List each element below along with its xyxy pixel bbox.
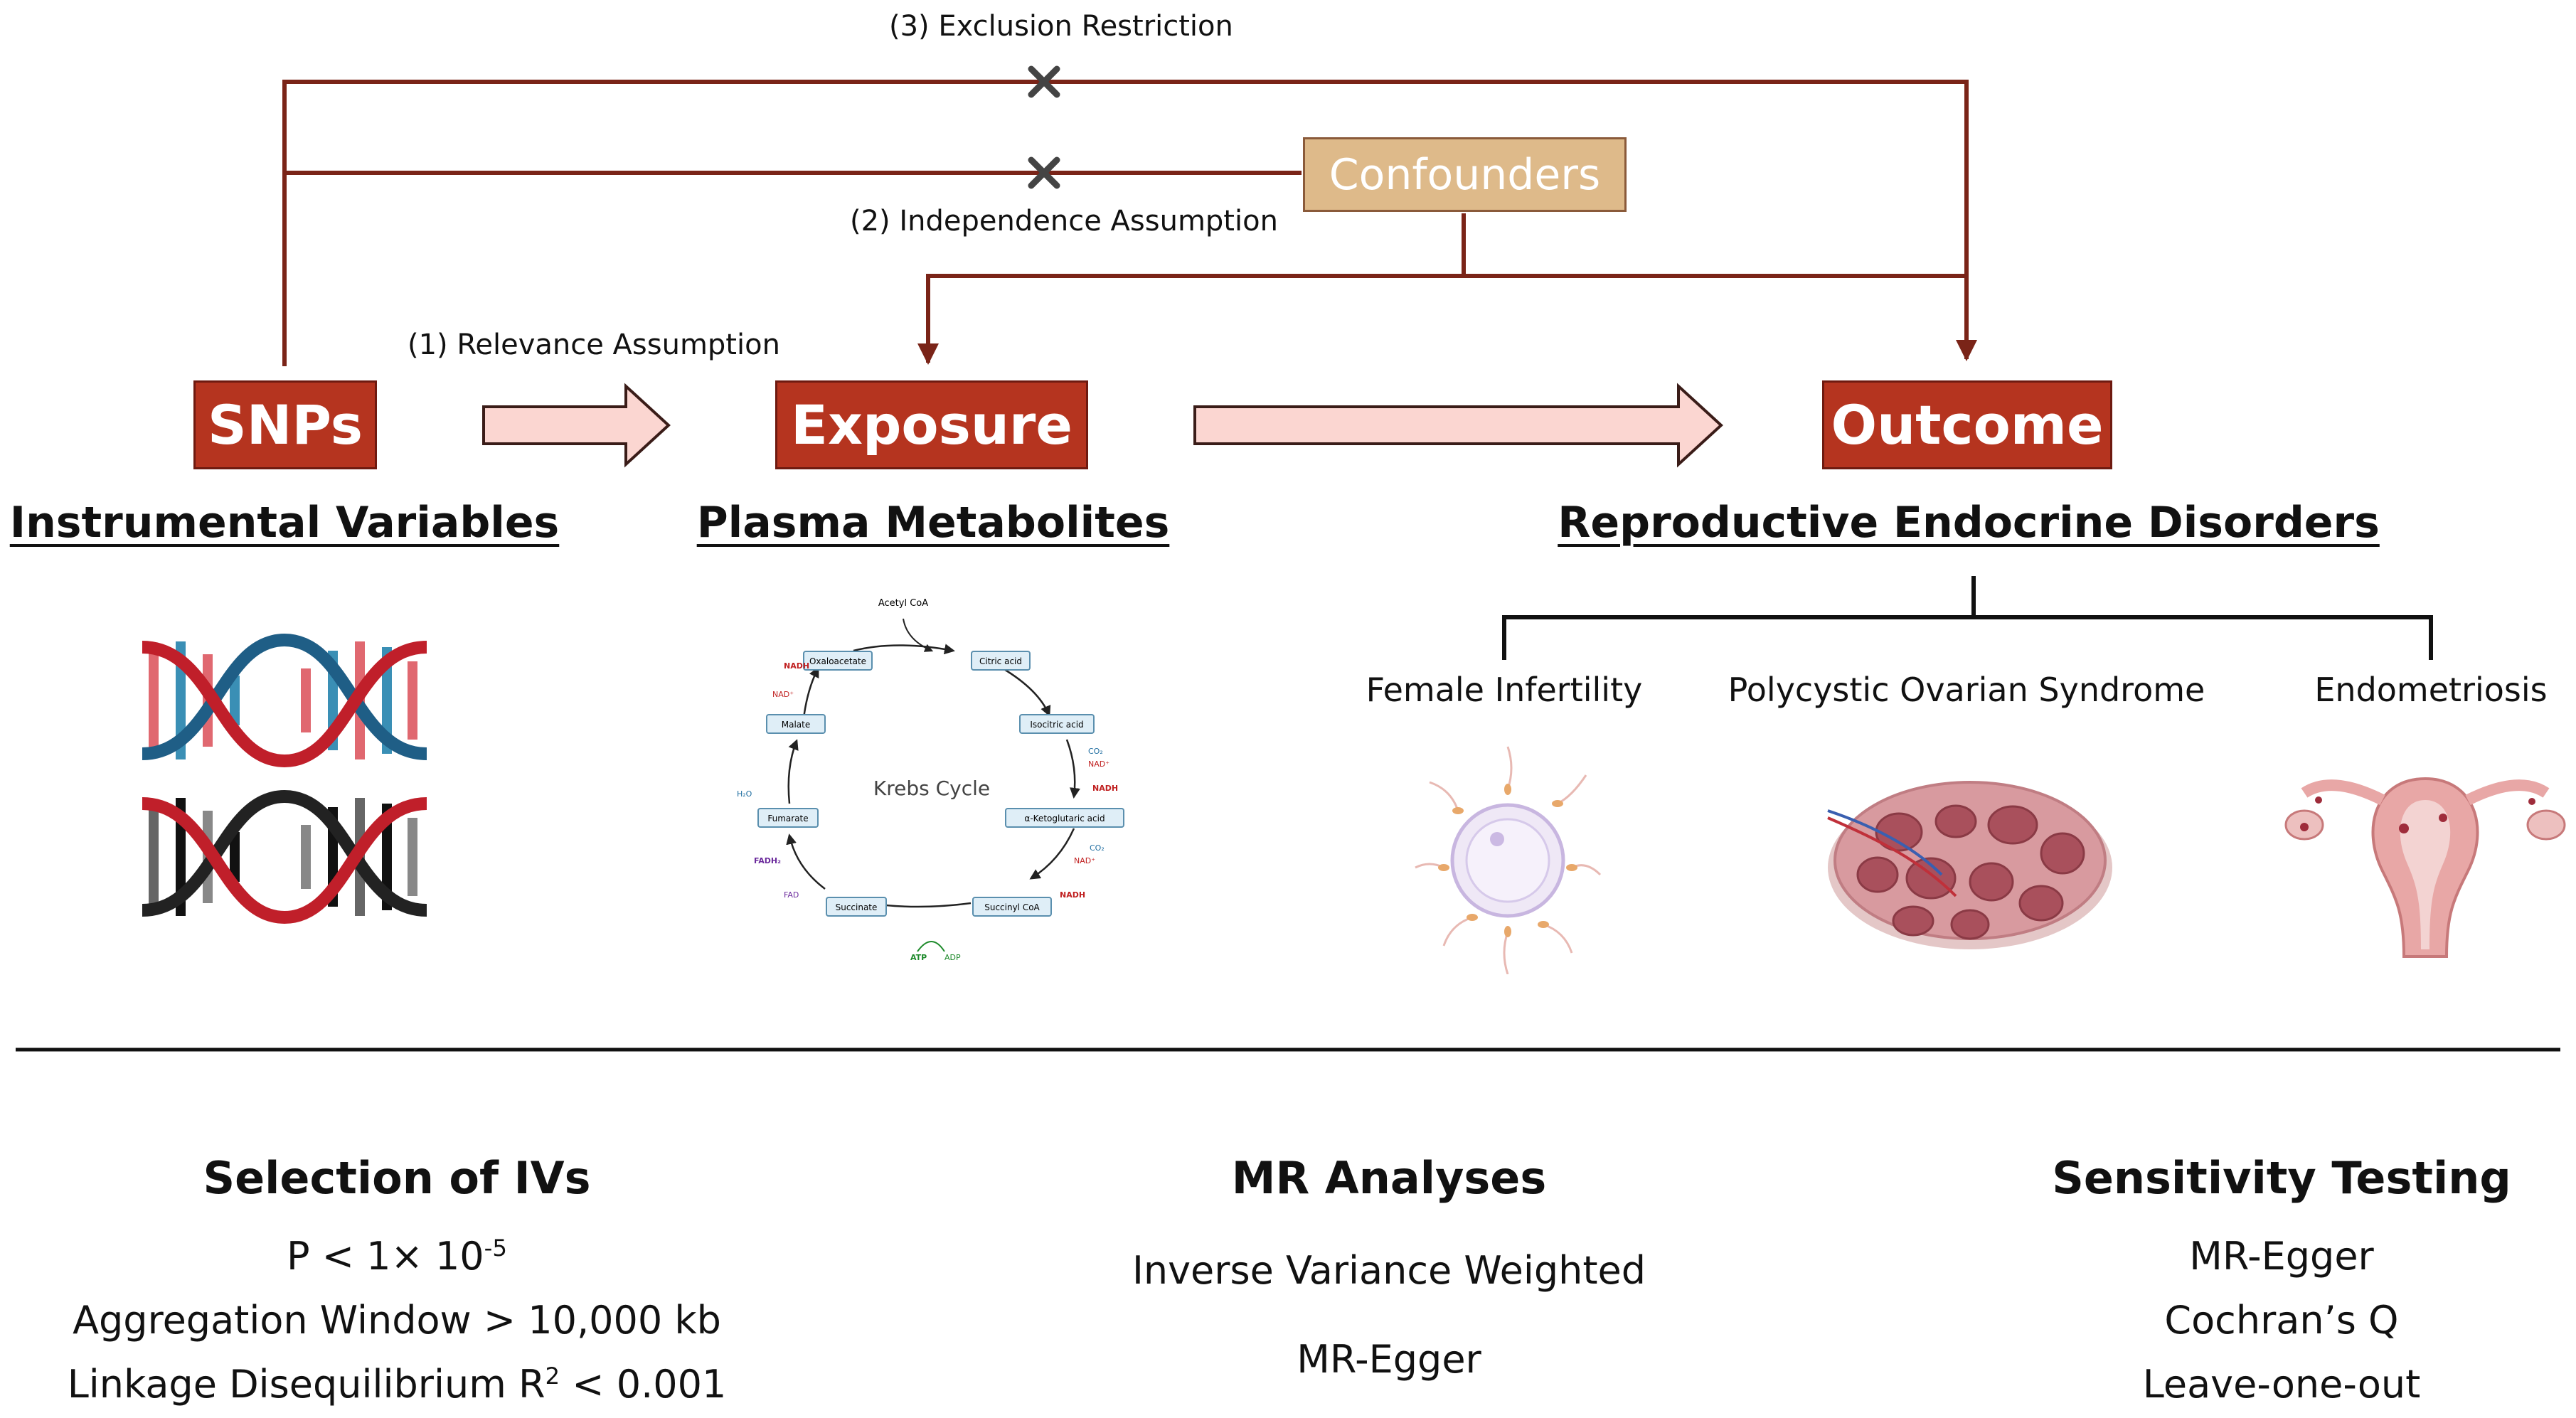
egg-cell-icon [1415, 746, 1602, 974]
svg-text:Isocitric acid: Isocitric acid [1030, 720, 1083, 730]
svg-text:Succinyl CoA: Succinyl CoA [984, 902, 1040, 912]
endometriosis-label: Endometriosis [2314, 671, 2548, 709]
selection-ivs-title: Selection of IVs [203, 1152, 591, 1204]
krebs-node-malate: Malate [766, 714, 826, 734]
linkage-disequilibrium-text: Linkage Disequilibrium R2 < 0.001 [67, 1362, 727, 1407]
exclusion-cross-icon [1028, 65, 1060, 98]
svg-text:FAD: FAD [784, 890, 799, 900]
krebs-cycle-diagram: Oxaloacetate Citric acid Malate Isocitri… [737, 598, 1124, 962]
krebs-node-citric-acid: Citric acid [971, 651, 1031, 671]
svg-text:Oxaloacetate: Oxaloacetate [809, 656, 866, 666]
mr-method-egger: MR-Egger [1297, 1337, 1481, 1382]
sensitivity-testing-title: Sensitivity Testing [2052, 1152, 2511, 1204]
svg-text:NAD⁺: NAD⁺ [1074, 856, 1095, 865]
acetyl-coa-label: Acetyl CoA [878, 598, 928, 609]
outcome-box: Outcome [1822, 380, 2112, 469]
svg-text:NADH: NADH [784, 661, 809, 671]
exposure-box: Exposure [775, 380, 1088, 469]
krebs-node-succinate: Succinate [826, 897, 887, 917]
pcos-label: Polycystic Ovarian Syndrome [1728, 671, 2205, 709]
svg-text:Citric acid: Citric acid [979, 656, 1022, 666]
krebs-node-succinyl-coa: Succinyl CoA [972, 897, 1052, 917]
relevance-arrow [482, 383, 671, 468]
female-infertility-label: Female Infertility [1366, 671, 1643, 709]
svg-text:α-Ketoglutaric acid: α-Ketoglutaric acid [1024, 814, 1105, 823]
independence-cross-icon [1028, 156, 1060, 189]
mr-method-ivw: Inverse Variance Weighted [1132, 1248, 1646, 1293]
svg-text:NADH: NADH [1092, 784, 1118, 793]
independence-label: (2) Independence Assumption [850, 205, 1278, 238]
confounders-box: Confounders [1303, 137, 1627, 212]
exposure-outcome-arrow [1193, 383, 1723, 468]
svg-text:Malate: Malate [782, 720, 810, 730]
exclusion-label: (3) Exclusion Restriction [889, 10, 1233, 43]
confounder-exposure-line [917, 274, 1966, 365]
svg-text:ATP: ATP [910, 953, 927, 962]
reproductive-disorders-heading: Reproductive Endocrine Disorders [1558, 498, 2380, 548]
svg-text:CO₂: CO₂ [1090, 843, 1105, 853]
p-threshold-text: P < 1× 10-5 [287, 1234, 507, 1279]
sensitivity-mr-egger: MR-Egger [2189, 1234, 2374, 1279]
krebs-node-oxaloacetate: Oxaloacetate [803, 651, 873, 671]
sensitivity-cochran-q: Cochran’s Q [2164, 1298, 2399, 1343]
krebs-node-ketoglutaric-acid: α-Ketoglutaric acid [1005, 808, 1124, 828]
svg-text:FADH₂: FADH₂ [754, 856, 781, 865]
svg-text:NAD⁺: NAD⁺ [1088, 759, 1109, 769]
snps-box: SNPs [193, 380, 377, 469]
mr-analyses-title: MR Analyses [1231, 1152, 1547, 1204]
exclusion-line [282, 80, 1977, 366]
sensitivity-leave-one-out: Leave-one-out [2142, 1362, 2421, 1407]
svg-text:Fumarate: Fumarate [767, 814, 808, 823]
svg-text:NAD⁺: NAD⁺ [772, 690, 794, 699]
relevance-label: (1) Relevance Assumption [408, 329, 780, 361]
svg-text:Succinate: Succinate [836, 902, 878, 912]
krebs-cycle-label: Krebs Cycle [873, 777, 990, 800]
krebs-node-fumarate: Fumarate [757, 808, 819, 828]
dna-helix-icon [142, 633, 427, 924]
uterus-icon [2284, 777, 2566, 958]
instrumental-variables-heading: Instrumental Variables [9, 498, 560, 548]
ovary-icon [1827, 781, 2112, 949]
krebs-node-isocitric-acid: Isocitric acid [1019, 714, 1095, 734]
plasma-metabolites-heading: Plasma Metabolites [696, 498, 1170, 548]
svg-text:CO₂: CO₂ [1088, 747, 1103, 756]
svg-text:ADP: ADP [944, 953, 961, 962]
svg-text:NADH: NADH [1060, 890, 1085, 900]
aggregation-window-text: Aggregation Window > 10,000 kb [73, 1298, 721, 1343]
svg-text:H₂O: H₂O [737, 789, 752, 799]
